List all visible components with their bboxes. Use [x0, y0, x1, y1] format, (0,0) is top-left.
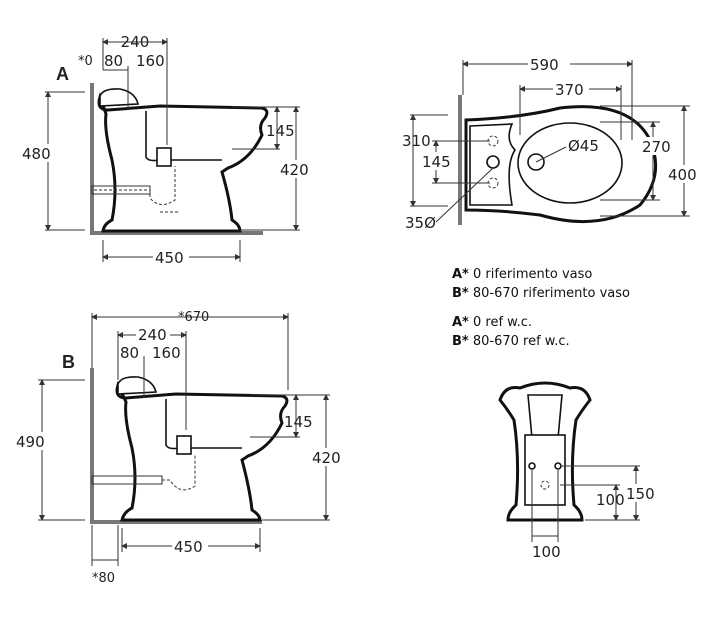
legend-item: A* 0 ref w.c.	[452, 315, 532, 330]
bowl-top	[517, 122, 623, 204]
dim-80-b: 80	[120, 344, 139, 362]
wall-floor-b	[90, 368, 262, 524]
dim-145-b: 145	[284, 413, 313, 431]
dim-590: 590	[530, 56, 559, 74]
dim-145: 145	[266, 122, 295, 140]
tap-deck-b	[117, 376, 158, 395]
legend-item: A* 0 riferimento vaso	[452, 267, 592, 282]
wall-floor	[90, 83, 263, 235]
dim-35: 35Ø	[405, 214, 436, 232]
legend-item: B* 80-670 riferimento vaso	[452, 286, 630, 301]
dim-490: 490	[16, 433, 45, 451]
bidet-body-b	[115, 380, 289, 522]
dim-240: 240	[121, 33, 150, 51]
drain-pipe-a	[91, 185, 151, 195]
dim-80: 80	[104, 52, 123, 70]
side-view-a: A 240 *0 80 160 480 145 420 450	[20, 33, 314, 267]
dim-offset-0: *0	[78, 54, 93, 69]
dim-240-b: 240	[138, 326, 167, 344]
dim-310: 310	[402, 132, 431, 150]
waste-b	[176, 435, 192, 455]
tap-deck-a	[99, 88, 140, 107]
dim-420: 420	[280, 161, 309, 179]
dim-offset-80: *80	[92, 571, 115, 586]
rear-recess	[524, 434, 566, 506]
dim-270: 270	[642, 138, 671, 156]
waste-a	[156, 147, 172, 167]
dim-670: *670	[178, 310, 209, 325]
top-view: 590 370 310 145 Ø45 270 400 35Ø	[402, 55, 702, 232]
legend-item: B* 80-670 ref w.c.	[452, 334, 570, 349]
front-view: 100 150 100	[498, 381, 658, 561]
dim-450-b: 450	[174, 538, 203, 556]
dim-420-b: 420	[312, 449, 341, 467]
dim-450: 450	[155, 249, 184, 267]
dim-370: 370	[555, 81, 584, 99]
dim-400: 400	[668, 166, 697, 184]
trap-b	[162, 454, 196, 491]
dim-100-height: 100	[596, 491, 625, 509]
dim-145-top: 145	[422, 153, 451, 171]
dim-150: 150	[626, 485, 655, 503]
dim-160: 160	[136, 52, 165, 70]
dim-160-b: 160	[152, 344, 181, 362]
bidet-body-a	[97, 92, 269, 233]
view-b-label: B	[62, 352, 75, 372]
trap-a	[94, 166, 180, 213]
reference-legend: A* 0 riferimento vaso B* 80-670 riferime…	[452, 267, 630, 349]
tap-hole	[486, 155, 500, 169]
dim-100-width: 100	[532, 543, 561, 561]
dim-diameter-45: Ø45	[568, 137, 599, 155]
side-view-b: B *670 240 80 160 490 145 420 450	[14, 310, 346, 586]
view-a-label: A	[56, 64, 69, 84]
dim-480: 480	[22, 145, 51, 163]
